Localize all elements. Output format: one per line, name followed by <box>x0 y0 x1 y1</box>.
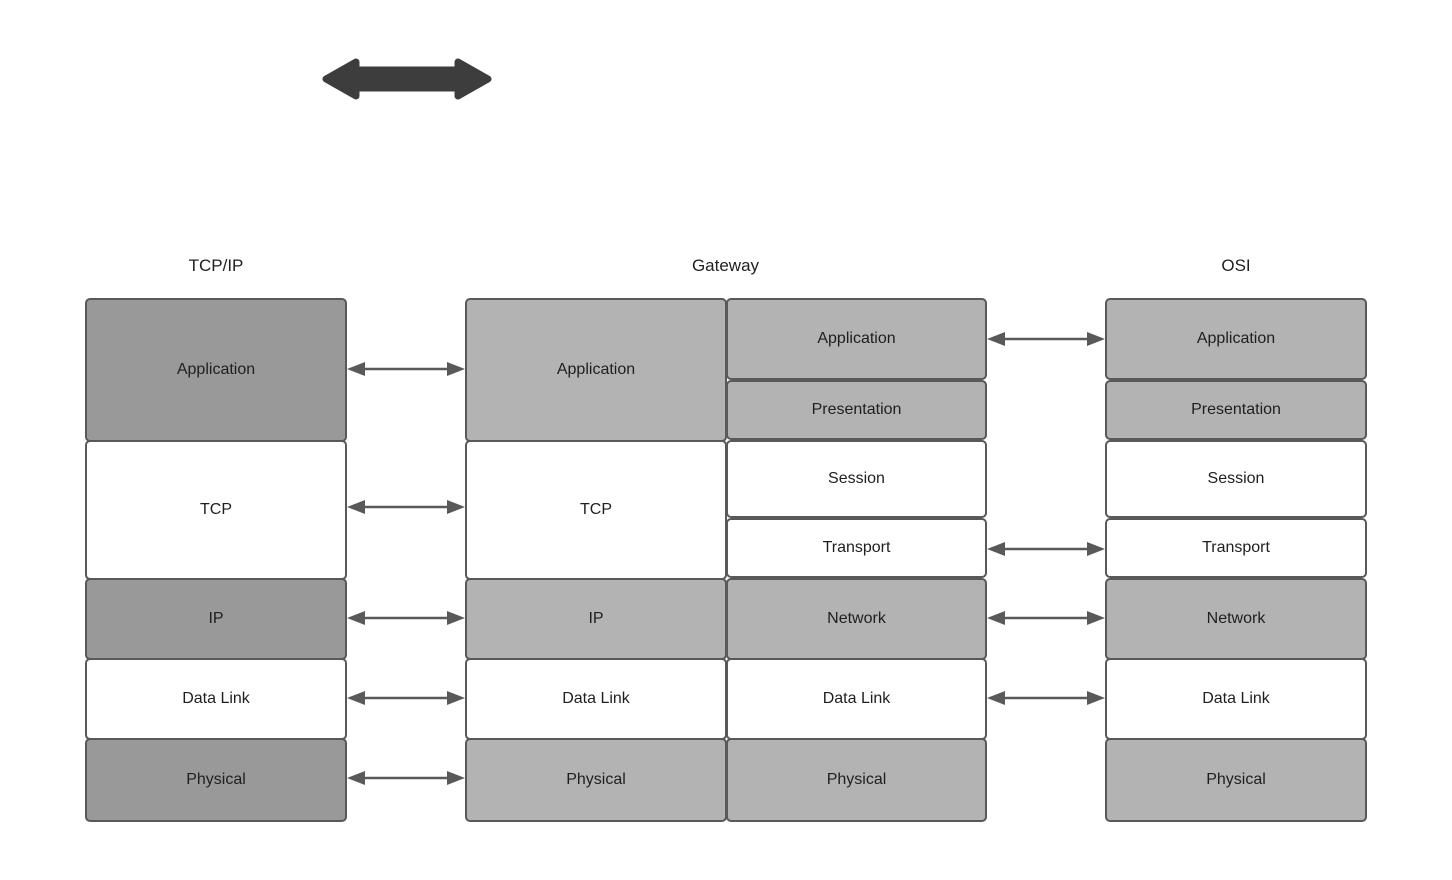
gateway-left-layer-data-link[interactable]: Data Link <box>465 658 727 740</box>
osi-layer-transport[interactable]: Transport <box>1105 518 1367 578</box>
connector-gateway-osi-data-link <box>987 691 1105 705</box>
connector-tcpip-gateway-physical <box>347 771 465 785</box>
gateway-right-layer-transport[interactable]: Transport <box>726 518 987 578</box>
osi-layer-presentation[interactable]: Presentation <box>1105 380 1367 440</box>
connector-tcpip-gateway-tcp <box>347 500 465 514</box>
tcpip-layer-application[interactable]: Application <box>85 298 347 442</box>
tcpip-layer-ip[interactable]: IP <box>85 578 347 660</box>
osi-layer-network[interactable]: Network <box>1105 578 1367 660</box>
column-title-osi: OSI <box>1221 256 1251 275</box>
gateway-right-layer-network[interactable]: Network <box>726 578 987 660</box>
gateway-left-layer-physical[interactable]: Physical <box>465 738 727 822</box>
connector-tcpip-gateway-data-link <box>347 691 465 705</box>
gateway-right-layer-physical[interactable]: Physical <box>726 738 987 822</box>
connector-gateway-osi-application <box>987 332 1105 346</box>
osi-layer-session[interactable]: Session <box>1105 440 1367 518</box>
connector-gateway-osi-transport <box>987 542 1105 556</box>
connector-gateway-osi-network <box>987 611 1105 625</box>
gateway-left-layer-ip[interactable]: IP <box>465 578 727 660</box>
osi-layer-physical[interactable]: Physical <box>1105 738 1367 822</box>
gateway-right-layer-application[interactable]: Application <box>726 298 987 380</box>
connector-tcpip-gateway-ip <box>347 611 465 625</box>
tcpip-layer-physical[interactable]: Physical <box>85 738 347 822</box>
gateway-right-layer-session[interactable]: Session <box>726 440 987 518</box>
double-headed-arrow-icon <box>322 58 492 100</box>
tcpip-layer-data-link[interactable]: Data Link <box>85 658 347 740</box>
gateway-left-layer-application[interactable]: Application <box>465 298 727 442</box>
tcpip-layer-tcp[interactable]: TCP <box>85 440 347 580</box>
column-title-gateway: Gateway <box>691 256 760 275</box>
gateway-left-layer-tcp[interactable]: TCP <box>465 440 727 580</box>
column-title-tcpip: TCP/IP <box>188 256 244 275</box>
connector-tcpip-gateway-application <box>347 362 465 376</box>
gateway-right-layer-presentation[interactable]: Presentation <box>726 380 987 440</box>
osi-layer-data-link[interactable]: Data Link <box>1105 658 1367 740</box>
osi-layer-application[interactable]: Application <box>1105 298 1367 380</box>
gateway-right-layer-data-link[interactable]: Data Link <box>726 658 987 740</box>
